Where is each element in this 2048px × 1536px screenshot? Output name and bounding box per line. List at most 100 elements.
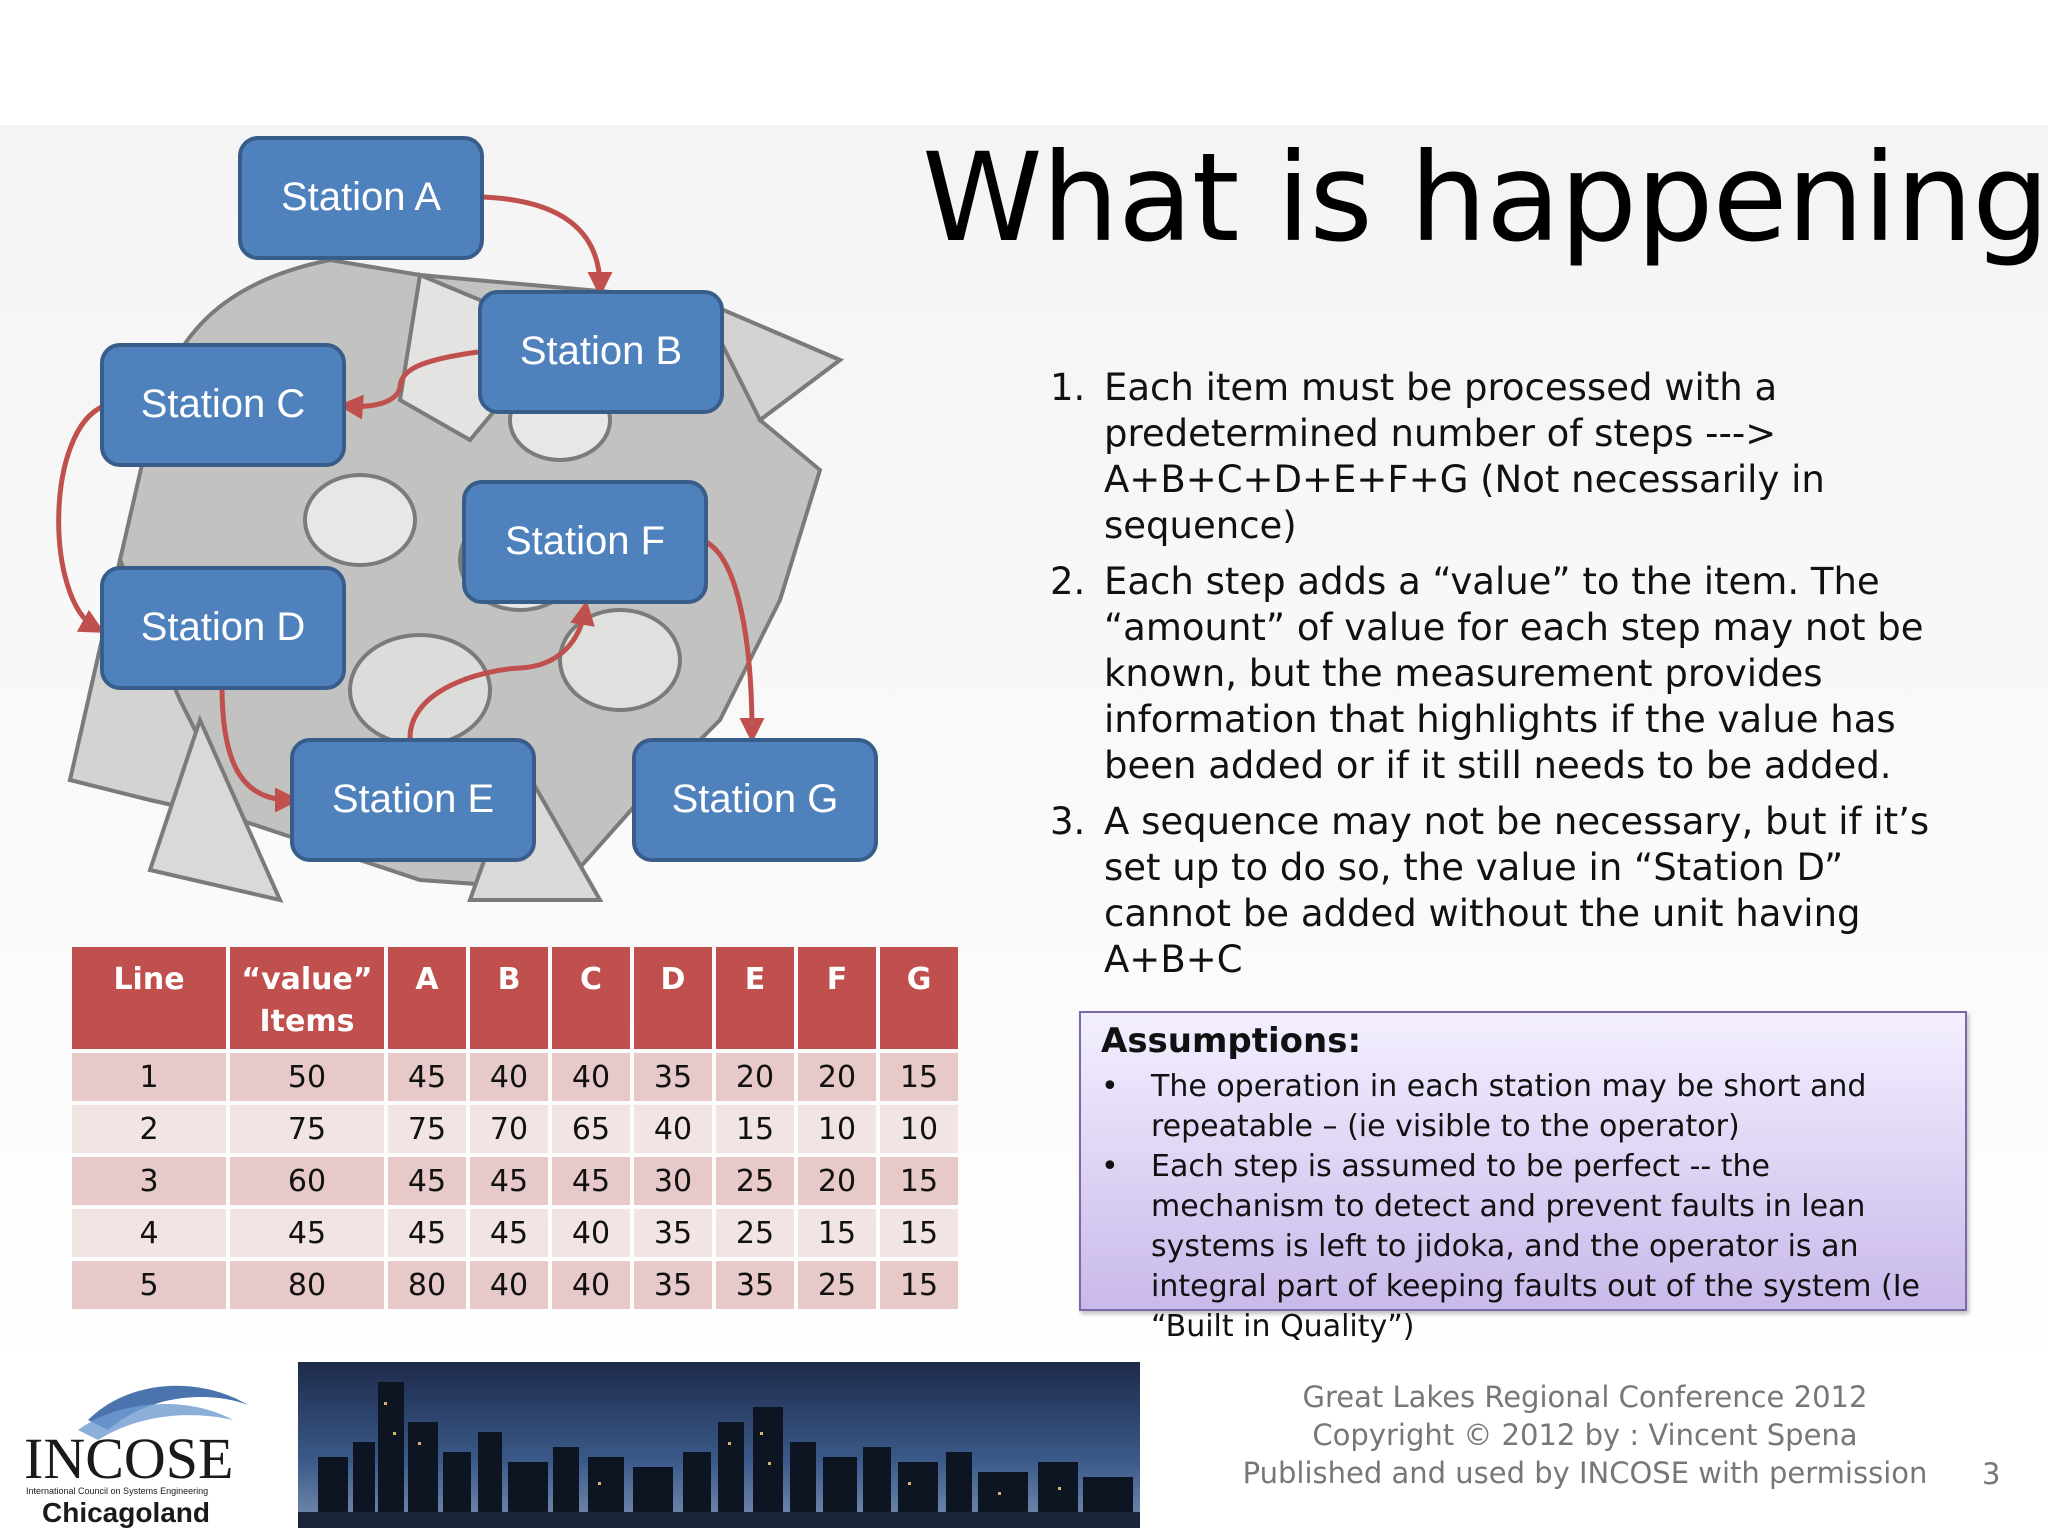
point-number: 1. [1050, 366, 1086, 409]
assumption-item: • The operation in each station may be sh… [1101, 1067, 1951, 1147]
table-cell: 45 [388, 1209, 466, 1257]
table-cell: 20 [798, 1157, 876, 1205]
table-cell: 10 [880, 1105, 958, 1153]
arrow-d-to-e [219, 685, 300, 813]
station-b-box: Station B [478, 290, 724, 414]
table-cell: 70 [470, 1105, 548, 1153]
arrow-a-to-b [481, 194, 613, 297]
assumption-text: The operation in each station may be sho… [1151, 1069, 1867, 1144]
header-c: C [552, 947, 630, 1049]
table-cell: 60 [230, 1157, 384, 1205]
table-cell: 45 [552, 1157, 630, 1205]
table-cell: 25 [716, 1157, 794, 1205]
assumptions-list: • The operation in each station may be sh… [1101, 1067, 1951, 1347]
table-cell: 45 [230, 1209, 384, 1257]
point-item: 1. Each item must be processed with a pre… [1050, 365, 1980, 549]
logo-tagline: International Council on Systems Enginee… [26, 1486, 208, 1496]
station-a-box: Station A [238, 136, 484, 260]
assumption-text: Each step is assumed to be perfect -- th… [1151, 1149, 1921, 1344]
table-cell: 40 [470, 1261, 548, 1309]
assumptions-box: Assumptions: • The operation in each stat… [1079, 1011, 1967, 1344]
logo-name: INCOSE [24, 1426, 233, 1491]
table-cell: 3 [72, 1157, 226, 1205]
footer-conference: Great Lakes Regional Conference 2012 [1302, 1380, 1868, 1414]
table-cell: 15 [716, 1105, 794, 1153]
table-cell: 25 [716, 1209, 794, 1257]
point-text: Each step adds a “value” to the item. Th… [1104, 560, 1924, 787]
arrow-c-to-d [56, 403, 106, 633]
station-f-label: Station F [505, 519, 665, 563]
station-d-box: Station D [100, 566, 346, 690]
station-flow-diagram: Station A Station B Station C Station D … [56, 136, 878, 903]
table-cell: 15 [880, 1053, 958, 1101]
table-cell: 15 [880, 1261, 958, 1309]
point-number: 3. [1050, 800, 1086, 843]
table-cell: 35 [716, 1261, 794, 1309]
footer-credits: Great Lakes Regional Conference 2012 Cop… [1220, 1378, 1950, 1492]
logo-chapter: Chicagoland [42, 1497, 210, 1528]
chicago-skyline-image [298, 1362, 1140, 1528]
table-cell: 30 [634, 1157, 712, 1205]
header-f: F [798, 947, 876, 1049]
arrow-e-to-f [407, 600, 595, 739]
arrow-f-to-g [704, 539, 765, 743]
header-value-items: “value”Items [230, 947, 384, 1049]
assumptions-heading: Assumptions: [1101, 1021, 1362, 1061]
arrow-b-to-c [338, 349, 479, 420]
table-cell: 25 [798, 1261, 876, 1309]
flow-arrows [56, 194, 765, 813]
station-e-box: Station E [290, 738, 536, 862]
station-g-box: Station G [632, 738, 878, 862]
header-g: G [880, 947, 958, 1049]
point-text: Each item must be processed with a prede… [1104, 366, 1825, 547]
point-text: A sequence may not be necessary, but if … [1104, 800, 1930, 981]
station-b-label: Station B [520, 329, 682, 373]
point-number: 2. [1050, 560, 1086, 603]
bullet-icon: • [1101, 1149, 1119, 1184]
table-cell: 45 [388, 1053, 466, 1101]
table-cell: 50 [230, 1053, 384, 1101]
table-cell: 65 [552, 1105, 630, 1153]
point-item: 3. A sequence may not be necessary, but i… [1050, 799, 1980, 983]
station-c-label: Station C [141, 382, 306, 426]
bullet-icon: • [1101, 1069, 1119, 1104]
table-cell: 40 [552, 1261, 630, 1309]
footer-copyright: Copyright © 2012 by : Vincent Spena [1312, 1418, 1858, 1452]
table-cell: 35 [634, 1053, 712, 1101]
header-e: E [716, 947, 794, 1049]
table-cell: 10 [798, 1105, 876, 1153]
table-cell: 5 [72, 1261, 226, 1309]
table-cell: 45 [388, 1157, 466, 1205]
incose-chicagoland-logo: INCOSE International Council on Systems … [24, 1385, 248, 1528]
table-cell: 4 [72, 1209, 226, 1257]
slide-title: What is happening? [922, 127, 2048, 269]
table-cell: 40 [470, 1053, 548, 1101]
table-cell: 45 [470, 1157, 548, 1205]
table-cell: 15 [880, 1157, 958, 1205]
table-header-row: Line “value”Items A B C D E F G [72, 947, 958, 1049]
table-cell: 15 [798, 1209, 876, 1257]
station-f-box: Station F [462, 480, 708, 604]
table-cell: 15 [880, 1209, 958, 1257]
table-cell: 80 [388, 1261, 466, 1309]
table-cell: 40 [552, 1053, 630, 1101]
station-e-label: Station E [332, 777, 494, 821]
page-number: 3 [1982, 1457, 2001, 1491]
header-a: A [388, 947, 466, 1049]
table-cell: 35 [634, 1209, 712, 1257]
header-items: Items [259, 1004, 355, 1039]
station-d-label: Station D [141, 605, 306, 649]
assumption-item: • Each step is assumed to be perfect -- t… [1101, 1147, 1951, 1347]
table-cell: 1 [72, 1053, 226, 1101]
station-a-label: Station A [281, 175, 441, 219]
station-g-label: Station G [672, 777, 839, 821]
point-item: 2. Each step adds a “value” to the item. … [1050, 559, 1980, 789]
table-cell: 75 [388, 1105, 466, 1153]
table-cell: 40 [634, 1105, 712, 1153]
table-cell: 20 [716, 1053, 794, 1101]
numbered-points: 1. Each item must be processed with a pre… [1050, 365, 1980, 993]
